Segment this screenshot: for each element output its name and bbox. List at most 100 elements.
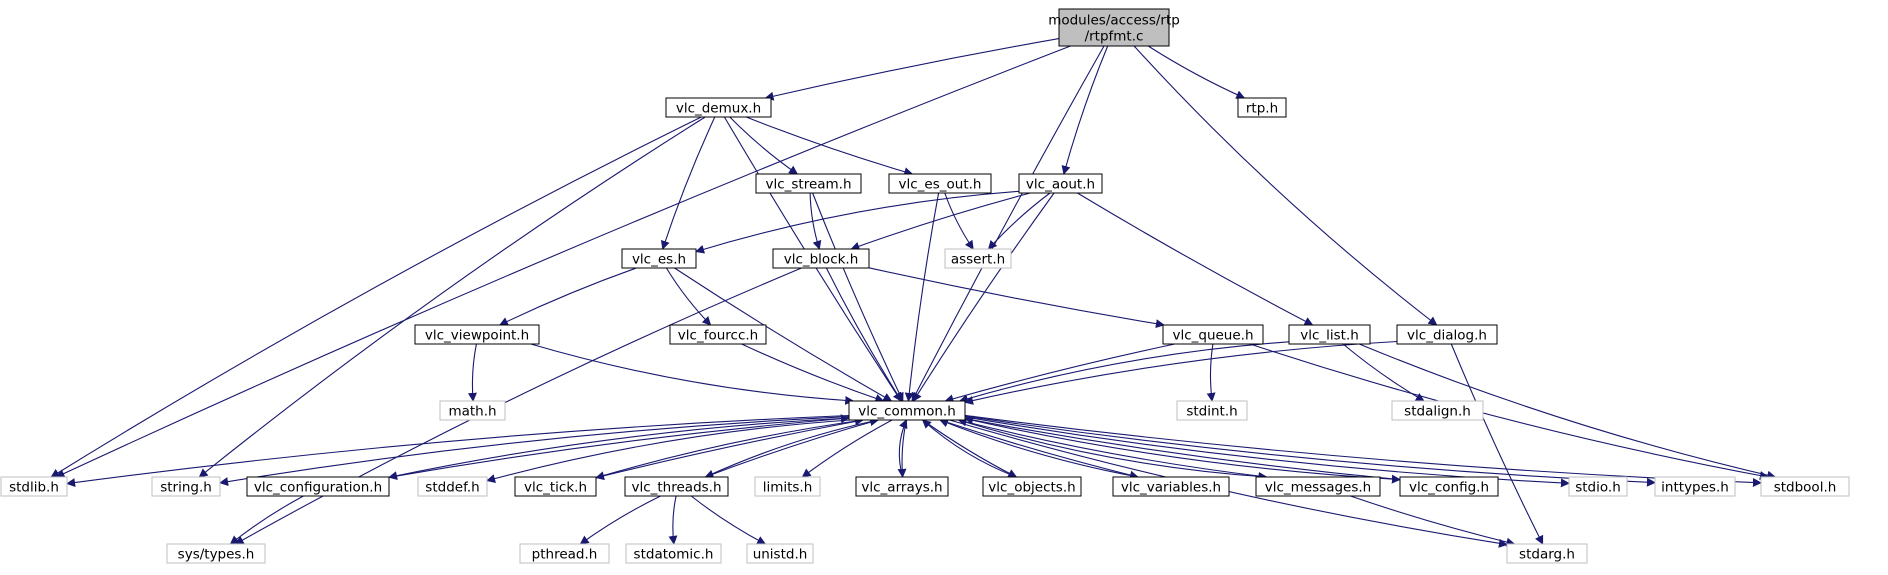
node-box [746,543,814,564]
node-label: rtp.h [1246,101,1278,117]
node-stdarg[interactable]: stdarg.h [1506,543,1588,564]
node-stdint[interactable]: stdint.h [1176,400,1248,421]
node-box [414,324,540,345]
edge-vlc-queue-to-stdbool [1249,343,1769,480]
edge-vlc-viewpoint-to-vlc-common [530,343,855,405]
edge-vlc-block-to-sys-types [234,267,802,545]
node-vlc-arrays[interactable]: vlc_arrays.h [855,476,949,497]
edge-rtpfmt-to-stdlib [55,45,1071,478]
node-vlc-threads[interactable]: vlc_threads.h [624,476,729,497]
edge-vlc-dialog-to-vlc-common [964,340,1398,405]
edge-rtpfmt-to-vlc-common [911,45,1105,402]
edge-vlc-es-out-to-assert [944,192,974,250]
edge-vlc-demux-to-vlc-stream [729,116,799,175]
node-box [1058,8,1170,47]
edge-vlc-threads-to-vlc-common [705,417,880,478]
node-vlc-configuration[interactable]: vlc_configuration.h [246,476,390,497]
node-box [0,476,68,497]
node-label: stdalign.h [1404,404,1471,420]
node-vlc-es-out[interactable]: vlc_es_out.h [888,173,992,194]
node-box [669,324,767,345]
node-vlc-config[interactable]: vlc_config.h [1399,476,1499,497]
edge-vlc-threads-to-pthread [579,495,661,545]
edge-vlc-common-to-vlc-config [964,418,1401,484]
node-label: vlc_dialog.h [1407,328,1487,344]
edge-rtpfmt-to-vlc-dialog [1133,45,1438,326]
node-box [621,248,697,269]
node-vlc-demux[interactable]: vlc_demux.h [665,97,772,118]
node-vlc-block[interactable]: vlc_block.h [772,248,870,269]
node-box [848,400,966,421]
node-label: stdbool.h [1774,480,1837,496]
edge-vlc-aout-to-assert [987,192,1051,250]
edge-vlc-common-to-string [219,416,850,487]
node-vlc-es[interactable]: vlc_es.h [621,248,697,269]
edge-vlc-demux-to-stdlib [50,116,702,478]
node-vlc-viewpoint[interactable]: vlc_viewpoint.h [414,324,540,345]
node-vlc-fourcc[interactable]: vlc_fourcc.h [669,324,767,345]
node-vlc-dialog[interactable]: vlc_dialog.h [1396,324,1498,345]
node-label: vlc_queue.h [1172,328,1253,344]
edge-vlc-block-to-vlc-common [825,267,903,402]
node-stddef[interactable]: stddef.h [417,476,488,497]
node-assert[interactable]: assert.h [944,248,1012,269]
node-stdatomic[interactable]: stdatomic.h [625,543,722,564]
node-pthread[interactable]: pthread.h [519,543,610,564]
node-box [1399,476,1499,497]
node-label: vlc_config.h [1409,480,1489,496]
edge-vlc-aout-to-vlc-list [1077,192,1314,326]
node-box [1237,97,1287,118]
node-math[interactable]: math.h [439,400,506,421]
node-label: vlc_threads.h [631,480,721,496]
node-stdalign[interactable]: stdalign.h [1391,400,1484,421]
node-box [772,248,870,269]
node-inttypes[interactable]: inttypes.h [1654,476,1736,497]
node-box [625,543,722,564]
node-vlc-stream[interactable]: vlc_stream.h [755,173,862,194]
edge-vlc-messages-to-vlc-common [957,417,1267,478]
node-label: vlc_common.h [858,404,956,420]
edge-vlc-aout-to-vlc-block [850,192,1031,251]
node-vlc-list[interactable]: vlc_list.h [1288,324,1371,345]
node-stdio[interactable]: stdio.h [1568,476,1628,497]
node-box [1176,400,1248,421]
edge-vlc-common-to-inttypes [964,415,1656,487]
edge-vlc-arrays-to-vlc-common [898,419,908,478]
edge-vlc-common-to-vlc-messages [958,419,1268,481]
edge-rtpfmt-to-vlc-demux [764,38,1060,101]
node-label: vlc_tick.h [524,480,587,496]
node-vlc-variables[interactable]: vlc_variables.h [1112,476,1230,497]
node-limits[interactable]: limits.h [754,476,821,497]
node-vlc-common[interactable]: vlc_common.h [848,400,966,421]
node-vlc-objects[interactable]: vlc_objects.h [982,476,1082,497]
node-label: assert.h [951,252,1005,268]
edge-vlc-demux-to-vlc-es [660,116,716,250]
node-box [1255,476,1381,497]
node-box [514,476,597,497]
edge-vlc-tick-to-vlc-common [595,416,864,479]
node-box [1018,173,1103,194]
node-unistd[interactable]: unistd.h [746,543,814,564]
node-box [754,476,821,497]
node-stdbool[interactable]: stdbool.h [1760,476,1850,497]
node-vlc-tick[interactable]: vlc_tick.h [514,476,597,497]
node-rtp[interactable]: rtp.h [1237,97,1287,118]
edge-vlc-list-to-stdbool [1358,343,1777,480]
node-label: limits.h [763,480,813,496]
edges-layer [50,38,1777,548]
node-box [855,476,949,497]
node-stdlib[interactable]: stdlib.h [0,476,68,497]
node-vlc-queue[interactable]: vlc_queue.h [1162,324,1264,345]
node-vlc-aout[interactable]: vlc_aout.h [1018,173,1103,194]
node-box [1396,324,1498,345]
node-box [982,476,1082,497]
node-string[interactable]: string.h [151,476,221,497]
edge-vlc-messages-to-stdarg [1350,495,1516,547]
node-sys-types[interactable]: sys/types.h [166,543,266,564]
node-label: vlc_list.h [1300,328,1359,344]
edge-vlc-dialog-to-stdarg [1450,343,1544,545]
node-label: vlc_es.h [632,252,686,268]
node-vlc-messages[interactable]: vlc_messages.h [1255,476,1381,497]
node-label: vlc_arrays.h [861,480,942,496]
